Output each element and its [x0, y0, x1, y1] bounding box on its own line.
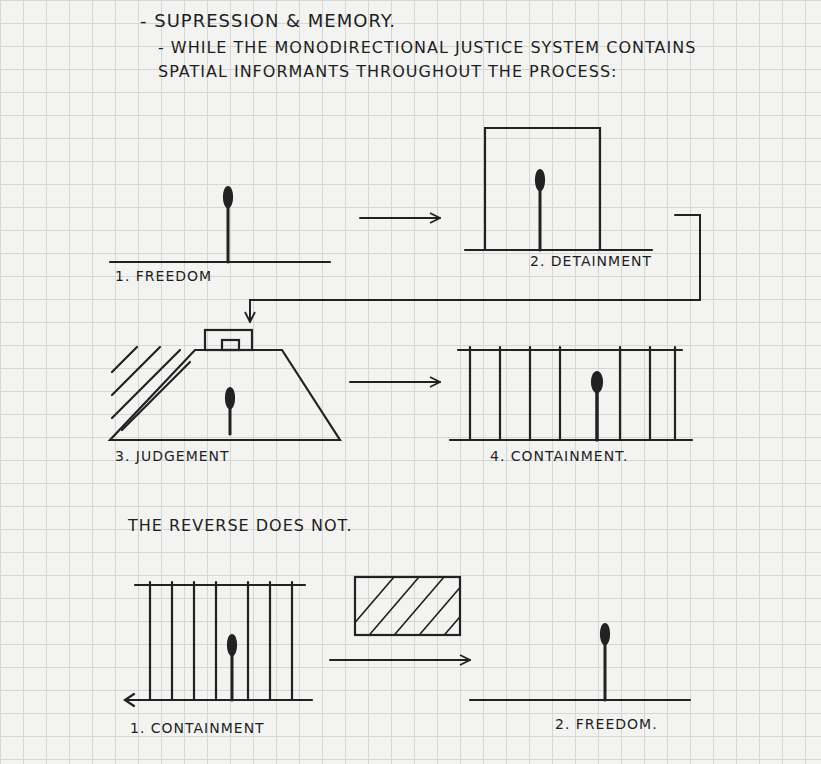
flow-arrow	[250, 215, 700, 322]
note-text: THE REVERSE DOES NOT.	[128, 516, 353, 535]
sketch-panel: 3. JUDGEMENT	[105, 322, 350, 472]
panel-caption: 2. DETAINMENT	[530, 253, 652, 269]
panel-caption: 4. CONTAINMENT.	[490, 448, 628, 464]
panel-caption: 1. FREEDOM	[115, 268, 212, 284]
sketch-heading: - SUPRESSION & MEMORY.	[140, 10, 396, 31]
panel-caption: 1. CONTAINMENT	[130, 720, 265, 736]
sketch-panel: 2. DETAINMENT	[440, 120, 675, 273]
flow-arrow	[330, 659, 470, 661]
panel-caption: 3. JUDGEMENT	[115, 448, 230, 464]
note-text: - WHILE THE MONODIRECTIONAL JUSTICE SYST…	[158, 36, 748, 84]
panel-caption: 2. FREEDOM.	[555, 716, 658, 732]
flow-arrow	[350, 381, 440, 383]
sketch-panel: 1. CONTAINMENT	[115, 570, 330, 745]
flow-arrow	[360, 217, 440, 219]
sketch-panel: 2. FREEDOM.	[470, 590, 695, 740]
sketch-panel: 1. FREEDOM	[105, 170, 360, 290]
sketch-panel: 4. CONTAINMENT.	[440, 330, 700, 470]
